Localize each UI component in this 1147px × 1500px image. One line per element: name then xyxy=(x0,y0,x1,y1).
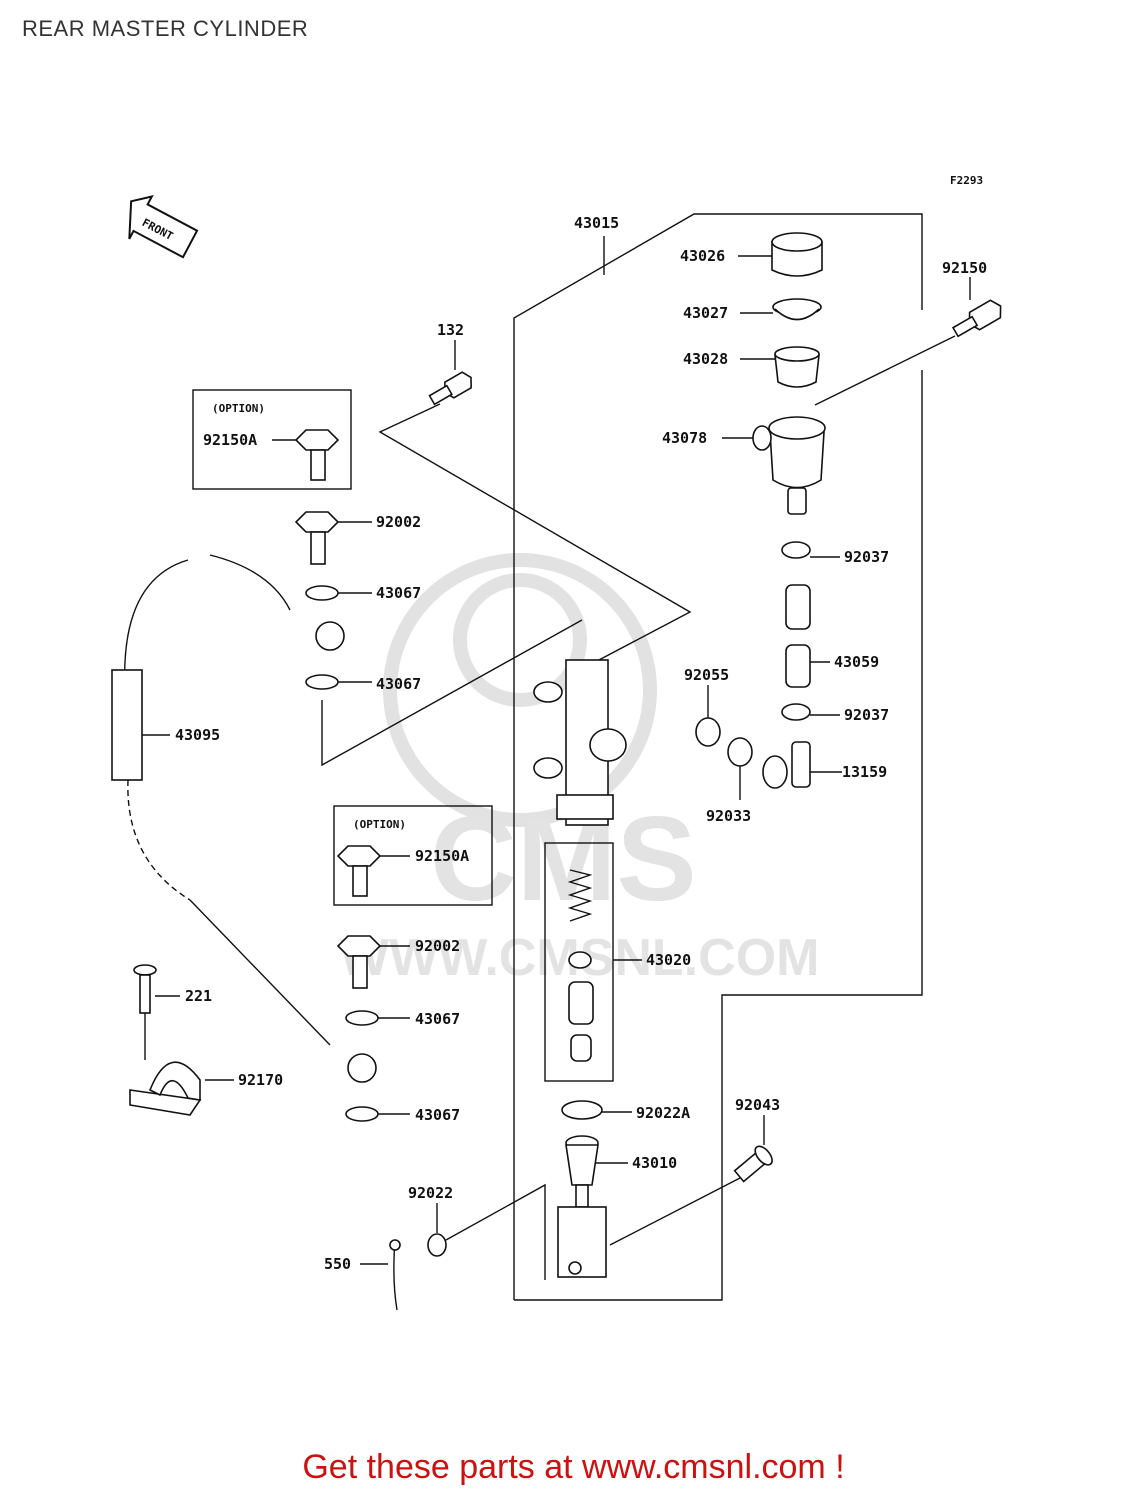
label-43067-4: 43067 xyxy=(415,1106,460,1124)
label-92037-top: 92037 xyxy=(844,548,889,566)
label-43015: 43015 xyxy=(574,214,619,232)
banjo-bolt-option-top xyxy=(294,429,340,481)
label-43078: 43078 xyxy=(662,429,707,447)
bolt-132 xyxy=(428,371,472,406)
option-label-bottom: (OPTION) xyxy=(353,818,406,831)
washer-1 xyxy=(305,585,339,601)
label-132: 132 xyxy=(437,321,464,339)
label-43020: 43020 xyxy=(646,951,691,969)
washer-92022 xyxy=(427,1233,447,1257)
label-92150: 92150 xyxy=(942,259,987,277)
label-92002-bottom: 92002 xyxy=(415,937,460,955)
label-92055: 92055 xyxy=(684,666,729,684)
hose-fitting-13159 xyxy=(762,741,811,789)
figure-code: F2293 xyxy=(950,174,983,187)
brake-hose-top xyxy=(111,554,345,781)
part-labels: 43015 43026 43027 43028 43078 92150 132 … xyxy=(175,214,987,1273)
label-92033: 92033 xyxy=(706,807,751,825)
piston-kit-box xyxy=(544,842,614,1082)
label-92170: 92170 xyxy=(238,1071,283,1089)
label-92043: 92043 xyxy=(735,1096,780,1114)
label-43095: 43095 xyxy=(175,726,220,744)
leader-lines xyxy=(142,255,971,1265)
screw-221 xyxy=(133,964,157,1014)
cotter-pin-550 xyxy=(389,1239,401,1311)
label-550: 550 xyxy=(324,1255,351,1273)
reservoir-hose xyxy=(785,584,811,630)
option-box-bottom xyxy=(333,805,493,906)
label-43027: 43027 xyxy=(683,304,728,322)
push-rod-43010 xyxy=(557,1135,607,1278)
option-label-top: (OPTION) xyxy=(212,402,265,415)
label-43067-1: 43067 xyxy=(376,584,421,602)
label-92150A-top: 92150A xyxy=(203,431,257,449)
reservoir-bolt xyxy=(951,299,1002,338)
page-title: REAR MASTER CYLINDER xyxy=(22,16,309,41)
brake-hose-lower xyxy=(127,779,377,1083)
oring-92055 xyxy=(695,717,721,747)
label-92037-bottom: 92037 xyxy=(844,706,889,724)
label-43067-3: 43067 xyxy=(415,1010,460,1028)
clamp-92037-top xyxy=(781,541,811,559)
label-13159: 13159 xyxy=(842,763,887,781)
washer-3 xyxy=(345,1010,379,1026)
clevis-pin-92043 xyxy=(733,1145,773,1183)
banjo-bolt-bottom xyxy=(336,935,382,989)
label-92150A-bottom: 92150A xyxy=(415,847,469,865)
circlip-92033 xyxy=(727,737,753,767)
label-221: 221 xyxy=(185,987,212,1005)
reservoir xyxy=(752,416,826,515)
label-43067-2: 43067 xyxy=(376,675,421,693)
washer-4 xyxy=(345,1106,379,1122)
option-box-top xyxy=(192,389,352,490)
parts-shop-link[interactable]: Get these parts at www.cmsnl.com ! xyxy=(302,1448,845,1486)
label-43028: 43028 xyxy=(683,350,728,368)
label-92022: 92022 xyxy=(408,1184,453,1202)
banjo-bolt-top xyxy=(294,511,340,565)
diaphragm-plate xyxy=(772,298,822,321)
label-43026: 43026 xyxy=(680,247,725,265)
reservoir-cap xyxy=(771,232,823,277)
label-92022A: 92022A xyxy=(636,1104,690,1122)
master-cylinder-body xyxy=(533,659,627,826)
label-92002-top: 92002 xyxy=(376,513,421,531)
label-43010: 43010 xyxy=(632,1154,677,1172)
diaphragm xyxy=(774,346,820,388)
label-43059: 43059 xyxy=(834,653,879,671)
front-arrow-icon: FRONT xyxy=(128,195,199,259)
assembly-outline xyxy=(513,213,923,1300)
hose-clamp-92170 xyxy=(129,1061,202,1116)
banjo-bolt-option-bottom xyxy=(336,845,382,897)
clamp-92037-bottom xyxy=(781,703,811,721)
washer-2 xyxy=(305,674,339,690)
circlip-92022A xyxy=(561,1100,603,1120)
piston-kit-parts xyxy=(567,869,594,1062)
